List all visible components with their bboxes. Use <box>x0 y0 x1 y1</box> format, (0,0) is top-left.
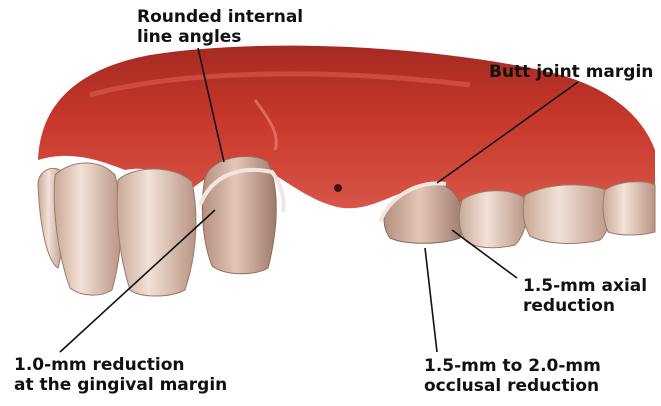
premolar-tooth <box>459 191 527 248</box>
label-line: 1.5-mm to 2.0-mm <box>424 356 601 376</box>
label-gingival-reduction: 1.0-mm reduction at the gingival margin <box>14 355 227 395</box>
label-axial-reduction: 1.5-mm axial reduction <box>523 276 647 316</box>
label-line: at the gingival margin <box>14 375 227 395</box>
label-line: occlusal reduction <box>424 376 601 396</box>
label-line: line angles <box>137 27 303 47</box>
molar-tooth <box>523 185 612 244</box>
label-rounded-internal-line-angles: Rounded internal line angles <box>137 7 303 47</box>
prepared-anterior-tooth <box>202 156 276 273</box>
label-line: Butt joint margin <box>489 62 653 82</box>
label-line: 1.5-mm axial <box>523 276 647 296</box>
central-incisor-tooth <box>117 169 196 296</box>
label-line: reduction <box>523 296 647 316</box>
gum-pit <box>334 184 342 192</box>
label-occlusal-reduction: 1.5-mm to 2.0-mm occlusal reduction <box>424 356 601 396</box>
leader-line-occlusal <box>425 248 437 352</box>
label-line: 1.0-mm reduction <box>14 355 227 375</box>
back-molar-tooth <box>603 182 655 235</box>
label-butt-joint-margin: Butt joint margin <box>489 62 653 82</box>
lateral-incisor-tooth <box>54 163 121 295</box>
label-line: Rounded internal <box>137 7 303 27</box>
